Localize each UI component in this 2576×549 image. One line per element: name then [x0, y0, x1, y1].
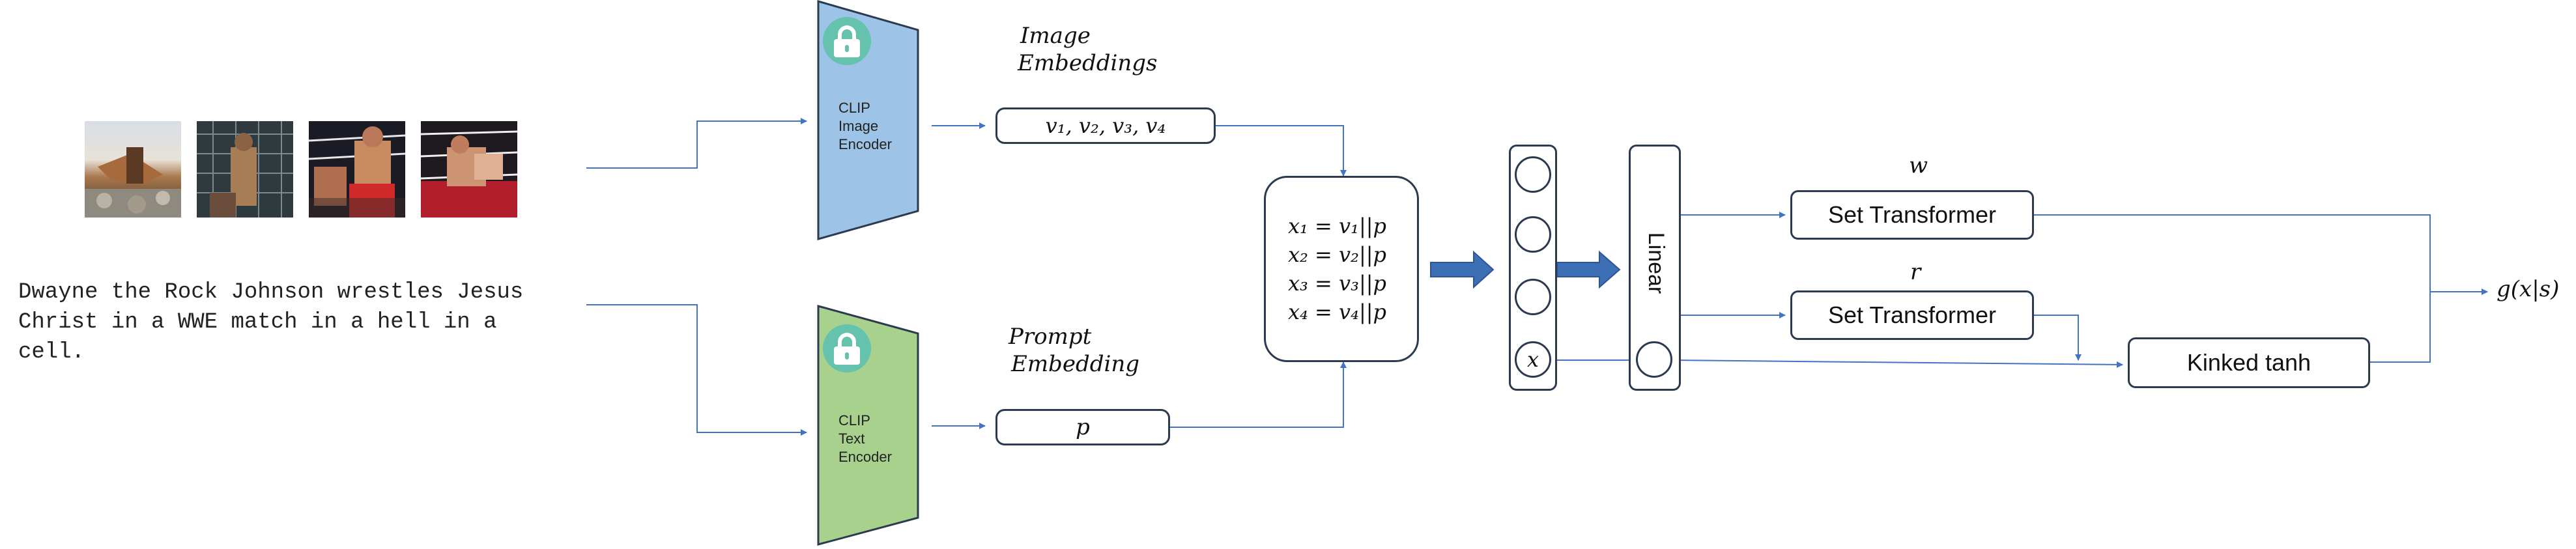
linear-node	[1636, 341, 1672, 378]
prompt-embedding-caption-line1: Prompt	[1009, 324, 1092, 350]
image-embeddings-box: v₁, v₂, v₃, v₄	[995, 107, 1216, 144]
text-encoder-lock-icon	[823, 324, 871, 373]
block-arrow-concat-to-set	[1430, 250, 1495, 289]
arrow-kinked-to-output	[2369, 289, 2488, 363]
arrow-st-w-to-output	[2033, 214, 2431, 292]
output-label: g(x|s)	[2497, 276, 2560, 302]
concat-line-1: x₁ = v₁||p	[1288, 214, 1386, 238]
prompt-embedding-caption: Prompt Embedding	[1009, 323, 1139, 378]
set-node-1	[1515, 156, 1551, 193]
prompt-line-2: Christ in a WWE match in a hell in a	[18, 310, 497, 335]
image-encoder-label-line3: Encoder	[838, 136, 892, 152]
set-transformer-w-box: Set Transformer	[1790, 190, 2034, 240]
prompt-line-3: cell.	[18, 340, 85, 365]
arrow-prompt-to-text-encoder	[586, 304, 807, 436]
prompt-embedding-caption-line2: Embedding	[1011, 351, 1140, 377]
image-embeddings-caption-line2: Embeddings	[1018, 50, 1158, 76]
image-encoder-lock-icon	[823, 17, 871, 65]
arrow-st-r-to-kinked	[2033, 315, 2082, 361]
prompt-line-1: Dwayne the Rock Johnson wrestles Jesus	[18, 280, 524, 305]
set-transformer-r-label: Set Transformer	[1827, 302, 1997, 328]
image-encoder-label-line1: CLIP	[838, 100, 870, 116]
concat-line-3: x₃ = v₃||p	[1288, 271, 1386, 296]
prompt-embedding-box: p	[995, 409, 1170, 445]
example-image-3	[309, 121, 405, 218]
text-encoder-label-line1: CLIP	[838, 412, 870, 429]
arrow-images-to-image-encoder	[586, 118, 807, 169]
concat-line-4: x₄ = v₄||p	[1288, 300, 1386, 324]
example-image-4	[421, 121, 517, 218]
arrow-linear-to-kinked	[1670, 359, 2123, 368]
concat-box: x₁ = v₁||p x₂ = v₂||p x₃ = v₃||p x₄ = v₄…	[1264, 176, 1419, 362]
arrow-embeddings-to-concat	[1215, 125, 1347, 176]
block-arrow-set-to-linear	[1556, 250, 1621, 289]
set-node-x-label: x	[1526, 347, 1539, 372]
image-encoder-label: CLIP Image Encoder	[838, 99, 892, 154]
image-embeddings-value: v₁, v₂, v₃, v₄	[1045, 113, 1166, 138]
set-node-3	[1515, 279, 1551, 315]
linear-label: Linear	[1644, 232, 1669, 294]
image-embeddings-caption-line1: Image	[1020, 23, 1091, 49]
set-transformer-r-box: Set Transformer	[1790, 290, 2034, 340]
set-transformer-w-label: Set Transformer	[1827, 201, 1997, 228]
example-image-2	[197, 121, 293, 218]
concat-line-2: x₂ = v₂||p	[1288, 242, 1386, 267]
symbol-w: w	[1909, 152, 1928, 178]
text-encoder-label-line3: Encoder	[838, 449, 892, 465]
image-embeddings-caption: Image Embeddings	[1018, 22, 1157, 77]
symbol-r: r	[1910, 259, 1921, 285]
text-encoder-label-line2: Text	[838, 430, 865, 447]
set-node-2	[1515, 216, 1551, 253]
kinked-tanh-label: Kinked tanh	[2186, 349, 2311, 376]
kinked-tanh-box: Kinked tanh	[2128, 337, 2370, 388]
set-node-x: x	[1515, 341, 1551, 378]
text-encoder-label: CLIP Text Encoder	[838, 412, 892, 466]
prompt-embedding-value: p	[1076, 414, 1090, 440]
example-image-1	[85, 121, 181, 218]
image-encoder-label-line2: Image	[838, 118, 879, 134]
arrow-prompt-embedding-to-concat	[1169, 361, 1347, 428]
